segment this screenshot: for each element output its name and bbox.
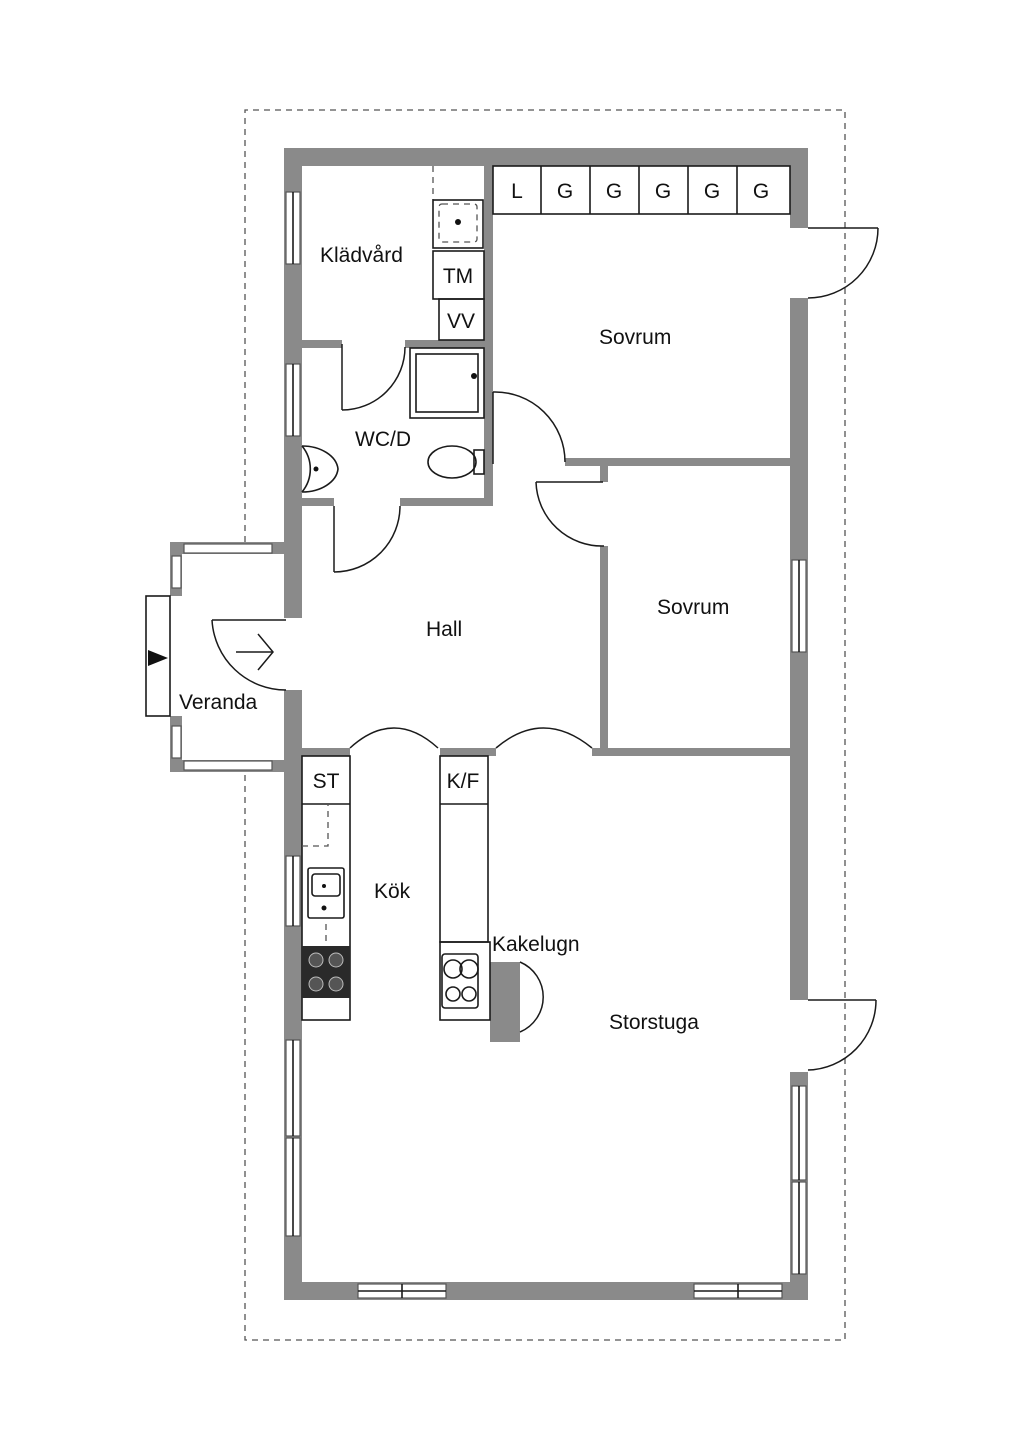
wardrobe-label: G bbox=[753, 180, 769, 203]
wardrobe-row bbox=[492, 165, 791, 215]
plot-outline bbox=[244, 109, 846, 1341]
st-label: ST bbox=[313, 770, 340, 793]
water-heater-vv bbox=[438, 298, 485, 341]
room-label-hall: Hall bbox=[426, 618, 462, 641]
wardrobe-label: G bbox=[704, 180, 720, 203]
kf-label: K/F bbox=[447, 770, 480, 793]
room-label-kok: Kök bbox=[374, 880, 411, 903]
shower bbox=[409, 347, 485, 419]
water-heater-vv-label: VV bbox=[447, 310, 475, 333]
toilet bbox=[427, 445, 485, 479]
room-label-kladvard: Klädvård bbox=[320, 244, 403, 267]
wardrobe-label: G bbox=[606, 180, 622, 203]
room-label-kakelugn: Kakelugn bbox=[492, 933, 580, 956]
room-label-storstuga: Storstuga bbox=[609, 1011, 699, 1034]
dryer-tm-label: TM bbox=[443, 265, 473, 288]
interior-walls bbox=[302, 166, 790, 1042]
wash-basin bbox=[301, 445, 339, 493]
room-label-wcd: WC/D bbox=[355, 428, 411, 451]
wardrobe-label: L bbox=[511, 180, 523, 203]
utility-sink bbox=[432, 166, 484, 249]
entry-steps bbox=[145, 595, 171, 717]
room-label-sovrum-1: Sovrum bbox=[599, 326, 671, 349]
entry-arrow-icon bbox=[148, 650, 168, 666]
doors[interactable] bbox=[211, 227, 879, 1071]
wardrobe-label: G bbox=[655, 180, 671, 203]
wardrobe-label: G bbox=[557, 180, 573, 203]
windows bbox=[171, 191, 807, 1299]
room-label-sovrum-2: Sovrum bbox=[657, 596, 729, 619]
kitchen-counter-left bbox=[301, 755, 351, 1021]
kitchen-counter-right bbox=[439, 755, 491, 1021]
room-label-veranda: Veranda bbox=[179, 691, 258, 714]
